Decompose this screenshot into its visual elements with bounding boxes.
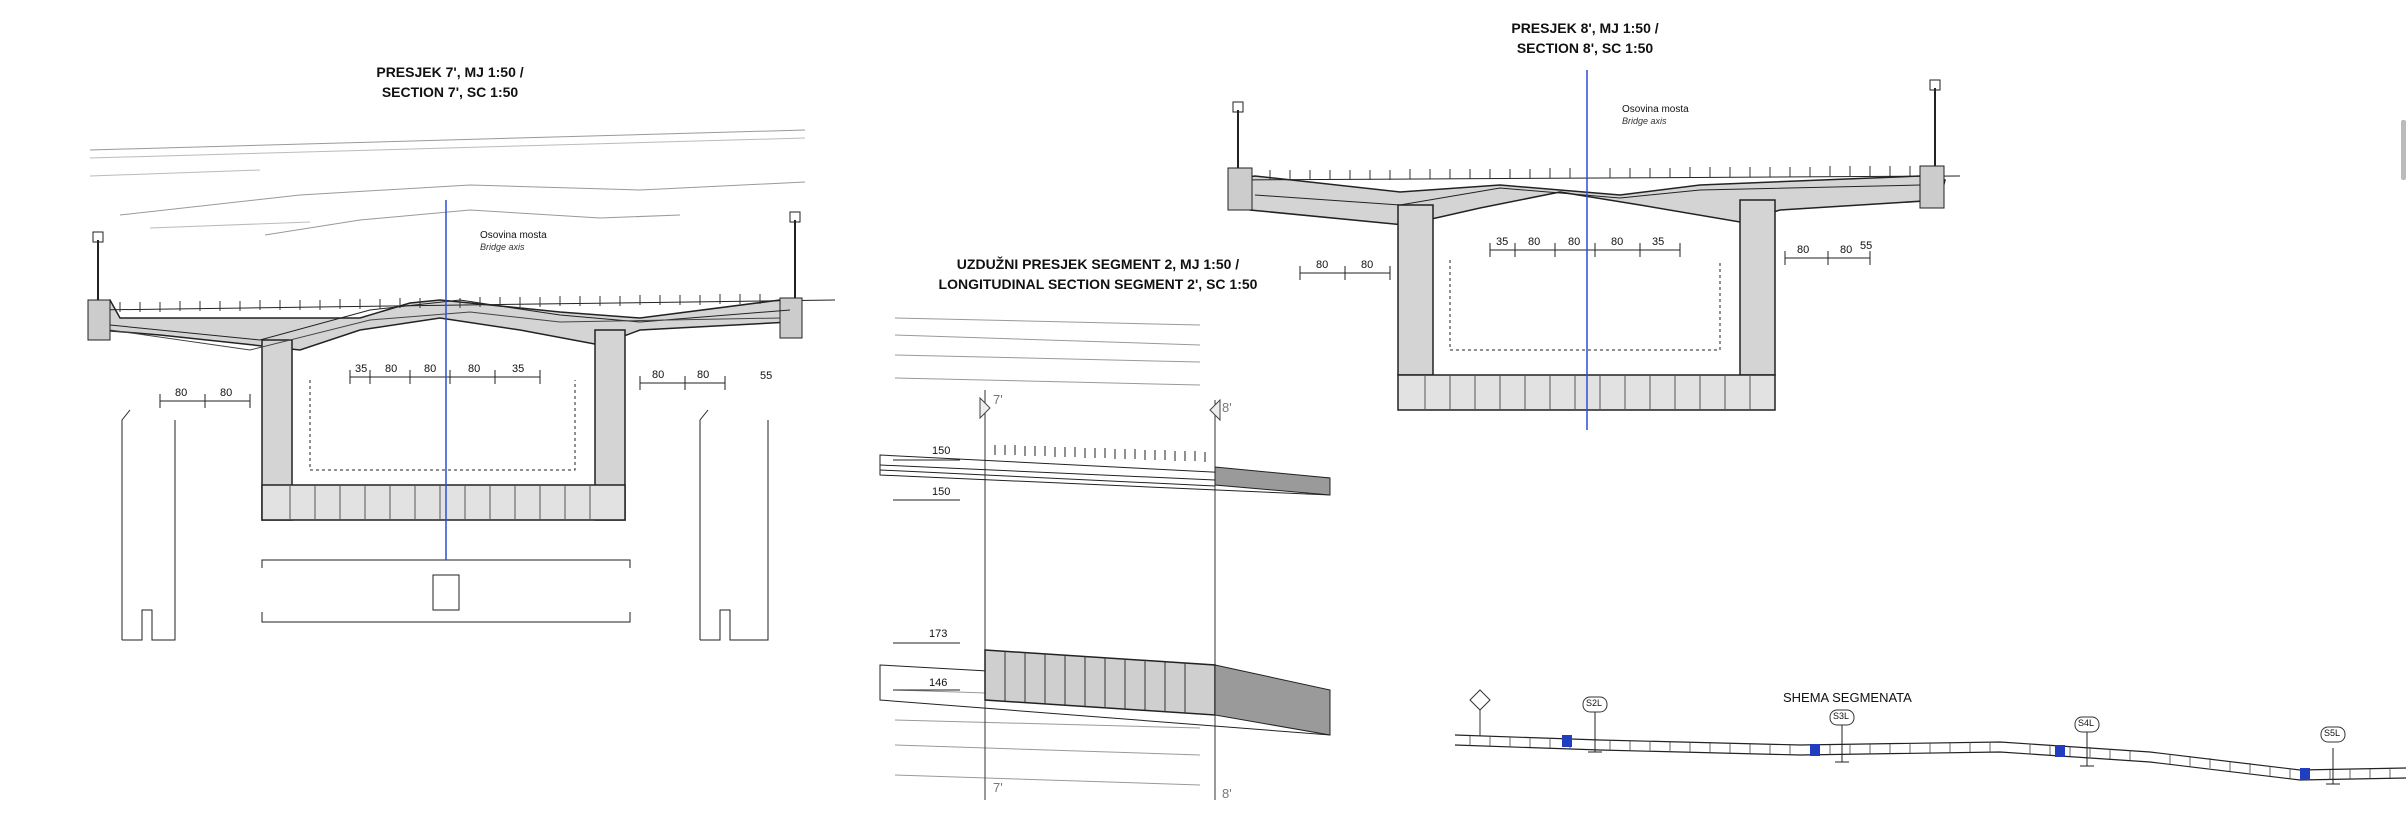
cut-label-7-top: 7' [993,392,1003,407]
support-label-s5l: S5L [2324,728,2341,738]
dim-7-right-2: 80 [697,369,710,381]
section-7-drawing [87,129,836,641]
dim-8-left-2: 80 [1361,259,1374,271]
longitudinal-title-line2: LONGITUDINAL SECTION SEGMENT 2', SC 1:50 [938,276,1258,292]
dim-8-top-3: 80 [1568,236,1581,248]
rebar-schedule-lines-7 [89,129,806,236]
long-dim-3: 173 [929,628,948,640]
support-markers [1588,712,2340,785]
axis-label-7: Osovina mosta [480,230,547,241]
cut-label-8-top: 8' [1222,400,1232,415]
dim-7-top-1: 35 [355,363,368,375]
longitudinal-title-line1: UZDUŽNI PRESJEK SEGMENT 2, MJ 1:50 / [956,256,1240,272]
section-7-title-line2: SECTION 7', SC 1:50 [381,84,519,100]
box-girder-7 [109,299,791,521]
dim-8-top-5: 35 [1652,236,1665,248]
section-7-title-line1: PRESJEK 7', MJ 1:50 / [376,64,524,80]
longitudinal-lower-slab [879,642,1331,736]
box-girder-8 [1397,199,1776,411]
longitudinal-drawing [879,317,1331,800]
support-label-s3l: S3L [1833,711,1850,721]
dim-7-right-1: 80 [652,369,665,381]
dim-7-top-3: 80 [424,363,437,375]
longitudinal-upper-slab [879,445,1331,501]
section-7-title: PRESJEK 7', MJ 1:50 / SECTION 7', SC 1:5… [340,62,560,102]
dim-8-right-2: 80 [1840,244,1853,256]
dim-8-right-1: 80 [1797,244,1810,256]
longitudinal-title: UZDUŽNI PRESJEK SEGMENT 2, MJ 1:50 / LON… [938,254,1258,294]
dim-7-top-5: 35 [512,363,525,375]
long-dim-1: 150 [932,445,951,457]
scheme-title: SHEMA SEGMENATA [1783,690,1912,705]
section-8-title: PRESJEK 8', MJ 1:50 / SECTION 8', SC 1:5… [1480,18,1690,58]
axis-label-en-8: Bridge axis [1622,116,1667,126]
vertical-scrollbar[interactable] [2401,120,2406,180]
axis-label-en-7: Bridge axis [480,242,525,252]
support-label-s4l: S4L [2078,718,2095,728]
dim-7-top-2: 80 [385,363,398,375]
cut-label-8-bottom: 8' [1222,786,1232,801]
segment-markers [1562,735,2310,780]
cut-label-7-bottom: 7' [993,780,1003,795]
dim-8-top-1: 35 [1496,236,1509,248]
dim-8-left-1: 80 [1316,259,1329,271]
dim-7-top-4: 80 [468,363,481,375]
dim-8-side: 55 [1860,240,1873,252]
dim-8-top-2: 80 [1528,236,1541,248]
long-dim-4: 146 [929,677,948,689]
dimension-lines-8 [1299,243,1871,280]
dim-7-left-1: 80 [175,387,188,399]
support-label-frames [1582,696,2346,743]
dim-8-top-4: 80 [1611,236,1624,248]
section-8-title-line2: SECTION 8', SC 1:50 [1516,40,1654,56]
axis-label-8: Osovina mosta [1622,104,1689,115]
support-label-s2l: S2L [1586,698,1603,708]
dimension-lines-7 [159,370,726,408]
long-dim-2: 150 [932,486,951,498]
dim-7-side: 55 [760,370,773,382]
section-8-drawing [1227,70,1961,430]
section-8-title-line1: PRESJEK 8', MJ 1:50 / [1511,20,1659,36]
dim-7-left-2: 80 [220,387,233,399]
